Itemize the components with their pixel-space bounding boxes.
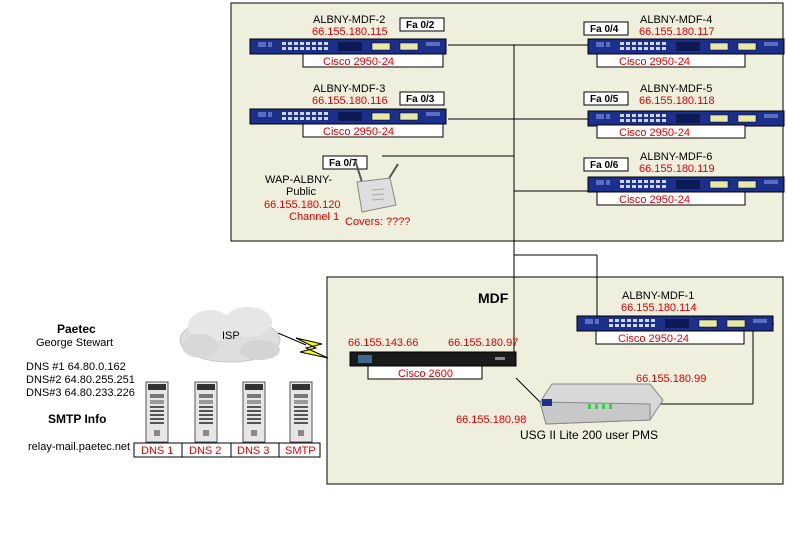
paetec-contact: George Stewart [36,337,113,349]
switch-name: ALBNY-MDF-6 [640,151,712,163]
paetec-info: Paetec George Stewart DNS #1 64.80.0.162… [26,322,135,453]
switch-albny-mdf-5: ALBNY-MDF-5 66.155.180.118 Fa 0/5 Cisco … [583,83,785,139]
server-label: DNS 1 [141,445,173,457]
wap-channel: Channel 1 [289,211,339,223]
server-label: DNS 2 [189,445,221,457]
port-label: Fa 0/5 [590,94,619,105]
port-label: Fa 0/3 [406,94,435,105]
server-dns3-icon [242,381,266,443]
router-label-box [367,365,483,380]
router-wan-ip: 66.155.143.66 [348,337,418,349]
switch-chassis [587,176,785,193]
switch-name: ALBNY-MDF-1 [622,290,694,302]
model-label: Cisco 2950-24 [323,56,394,68]
server-dns1-icon [145,381,169,443]
switch-name: ALBNY-MDF-2 [313,14,385,26]
port-label: Fa 0/2 [406,20,435,31]
usg-left-ip: 66.155.180.98 [456,414,526,426]
wap-name-line2: Public [286,186,316,198]
switch-ip: 66.155.180.116 [312,95,388,107]
usg-device-icon [539,383,664,425]
switch-albny-mdf-2: ALBNY-MDF-2 66.155.180.115 Fa 0/2 Cisco … [249,14,447,68]
model-label-box [595,330,745,345]
server-label: DNS 3 [237,445,269,457]
switch-ip: 66.155.180.119 [639,163,715,175]
usg-gateway: 66.155.180.98 66.155.180.99 USG II Lite … [456,373,706,442]
switch-albny-mdf-1: ALBNY-MDF-1 66.155.180.114 Cisco 2950-24 [576,290,774,345]
model-label: Cisco 2950-24 [618,333,689,345]
port-label: Fa 0/4 [590,24,619,35]
router-model: Cisco 2600 [398,368,453,380]
switch-ip: 66.155.180.115 [312,26,388,38]
mdf-title: MDF [478,290,509,306]
model-label-box [596,53,746,68]
isp-label: ISP [222,330,240,342]
port-label-box [583,157,629,172]
cloud-icon [179,307,281,363]
server-rack: DNS 1 DNS 2 DNS 3 SMTP [133,381,321,458]
model-label: Cisco 2950-24 [619,127,690,139]
port-label-box [583,91,629,106]
model-label-box [302,123,444,138]
model-label: Cisco 2950-24 [619,56,690,68]
switch-ip: 66.155.180.114 [621,302,697,314]
model-label-box [302,53,444,68]
switch-ip: 66.155.180.118 [639,95,715,107]
paetec-dns1: DNS #1 64.80.0.162 [26,361,126,373]
wap-ip: 66.155.180.120 [264,199,340,211]
model-label: Cisco 2950-24 [323,126,394,138]
switch-albny-mdf-4: ALBNY-MDF-4 66.155.180.117 Fa 0/4 Cisco … [583,14,785,68]
switch-albny-mdf-3: ALBNY-MDF-3 66.155.180.116 Fa 0/3 Cisco … [249,83,447,138]
smtp-title: SMTP Info [48,412,106,426]
paetec-dns3: DNS#3 64.80.233.226 [26,387,135,399]
port-label: Fa 0/6 [590,160,619,171]
port-label-box [583,21,629,36]
switch-chassis [576,315,774,332]
smtp-host: relay-mail.paetec.net [28,441,130,453]
paetec-title: Paetec [57,322,96,336]
switch-chassis [587,38,785,55]
server-label: SMTP [285,445,316,457]
router-lan-ip: 66.155.180.97 [448,337,518,349]
usg-right-ip: 66.155.180.99 [636,373,706,385]
wap-device-icon [354,159,399,213]
port-label-box [399,91,445,106]
port-label: Fa 0/7 [329,158,358,169]
wap-covers: Covers: ???? [345,216,410,228]
connection-lines [277,44,774,405]
model-label-box [596,124,746,139]
port-label-box [399,17,445,32]
usg-label: USG II Lite 200 user PMS [520,428,658,442]
model-label-box [596,191,746,206]
router-cisco-2600: 66.155.143.66 66.155.180.97 Cisco 2600 [348,337,518,380]
switch-albny-mdf-6: ALBNY-MDF-6 66.155.180.119 Fa 0/6 Cisco … [583,151,785,206]
server-smtp-icon [289,381,313,443]
switch-ip: 66.155.180.117 [639,26,715,38]
switch-chassis [587,110,785,127]
server-dns2-icon [194,381,218,443]
wan-lightning-icon [295,337,329,359]
switch-chassis [249,38,447,55]
router-chassis [349,351,517,367]
wap-name-line1: WAP-ALBNY- [265,174,332,186]
isp-cloud: ISP [179,307,281,363]
switch-name: ALBNY-MDF-5 [640,83,712,95]
wireless-access-point: Fa 0/7 WAP-ALBNY- Public 66.155.180.120 … [264,155,410,228]
switch-name: ALBNY-MDF-4 [640,14,712,26]
switch-chassis [249,108,447,125]
paetec-dns2: DNS#2 64.80.255.251 [26,374,135,386]
mdf-panel [326,276,784,485]
switch-name: ALBNY-MDF-3 [313,83,385,95]
model-label: Cisco 2950-24 [619,194,690,206]
